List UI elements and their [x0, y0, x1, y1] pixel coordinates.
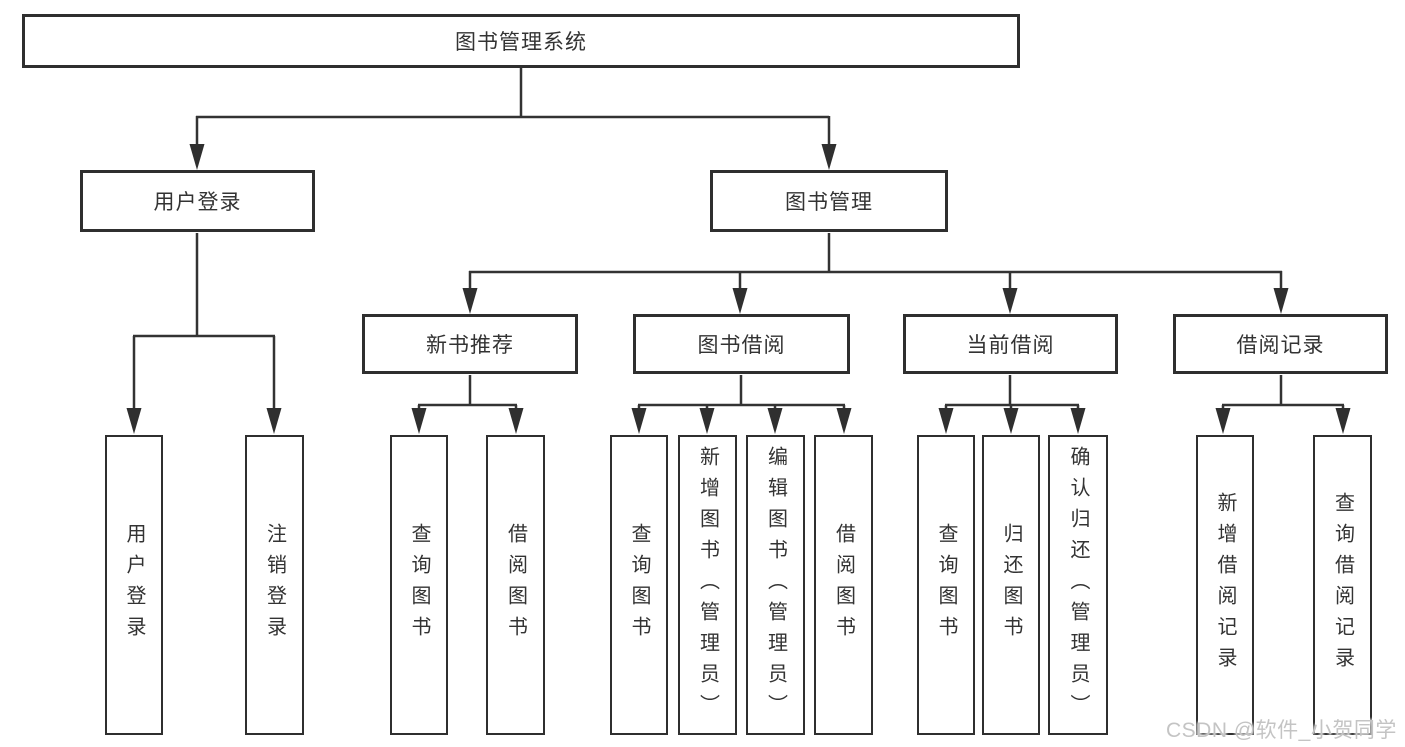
arrow-icon [1273, 288, 1289, 314]
arrow-icon [1215, 408, 1231, 434]
arrow-icon [1070, 408, 1086, 434]
arrow-icon [1335, 408, 1351, 434]
arrow-icon [1002, 288, 1018, 314]
node-borrowing-records: 借阅记录 [1173, 314, 1388, 374]
node-leaf-confirm-return-admin: 确认归还（管理员） [1048, 435, 1108, 735]
node-leaf-user-login: 用户登录 [105, 435, 163, 735]
node-leaf-add-book-admin: 新增图书（管理员） [678, 435, 737, 735]
node-label: 新增借阅记录 [1214, 492, 1236, 678]
node-leaf-return-book: 归还图书 [982, 435, 1040, 735]
node-leaf-query-borrow-record: 查询借阅记录 [1313, 435, 1372, 735]
node-label: 借阅图书 [832, 523, 855, 647]
arrow-icon [631, 408, 647, 434]
arrow-icon [836, 408, 852, 434]
arrow-icon [189, 144, 205, 170]
node-user-login-branch: 用户登录 [80, 170, 315, 232]
node-label: 图书管理系统 [455, 31, 587, 54]
node-new-book-recommend: 新书推荐 [362, 314, 578, 374]
arrow-icon [732, 288, 748, 314]
node-label: 图书借阅 [697, 334, 786, 357]
node-label: 借阅记录 [1236, 334, 1325, 357]
arrow-icon [1003, 408, 1019, 434]
node-label: 用户登录 [153, 191, 242, 214]
node-label: 用户登录 [123, 523, 145, 647]
node-leaf-edit-book-admin: 编辑图书（管理员） [746, 435, 805, 735]
node-leaf-add-borrow-record: 新增借阅记录 [1196, 435, 1254, 735]
node-book-management-branch: 图书管理 [710, 170, 948, 232]
arrow-icon [767, 408, 783, 434]
node-leaf-borrow-books-borrowing: 借阅图书 [814, 435, 873, 735]
node-leaf-query-books-borrowing: 查询图书 [610, 435, 668, 735]
node-book-borrowing: 图书借阅 [633, 314, 850, 374]
node-leaf-borrow-books-recommend: 借阅图书 [486, 435, 545, 735]
arrow-icon [821, 144, 837, 170]
node-label: 查询图书 [628, 523, 650, 647]
csdn-watermark: CSDN @软件_小贺同学 [1166, 719, 1397, 742]
node-label: 新增图书（管理员） [696, 445, 719, 725]
node-label: 归还图书 [1000, 523, 1022, 647]
node-current-borrowing: 当前借阅 [903, 314, 1118, 374]
node-label: 当前借阅 [966, 334, 1055, 357]
node-label: 编辑图书（管理员） [764, 445, 787, 725]
node-label: 查询图书 [935, 523, 957, 647]
node-label: 借阅图书 [504, 523, 527, 647]
node-label: 确认归还（管理员） [1067, 445, 1089, 725]
arrow-icon [508, 408, 524, 434]
node-root-library-system: 图书管理系统 [22, 14, 1020, 68]
arrow-icon [411, 408, 427, 434]
node-leaf-logout: 注销登录 [245, 435, 304, 735]
node-label: 新书推荐 [426, 334, 514, 357]
arrow-icon [126, 408, 142, 434]
node-leaf-query-books-current: 查询图书 [917, 435, 975, 735]
arrow-icon [462, 288, 478, 314]
arrow-icon [266, 408, 282, 434]
arrow-icon [699, 408, 715, 434]
node-label: 查询借阅记录 [1331, 492, 1354, 678]
arrow-icon [938, 408, 954, 434]
node-label: 图书管理 [785, 191, 873, 214]
node-leaf-query-books-recommend: 查询图书 [390, 435, 448, 735]
node-label: 注销登录 [263, 523, 286, 647]
node-label: 查询图书 [408, 523, 430, 647]
